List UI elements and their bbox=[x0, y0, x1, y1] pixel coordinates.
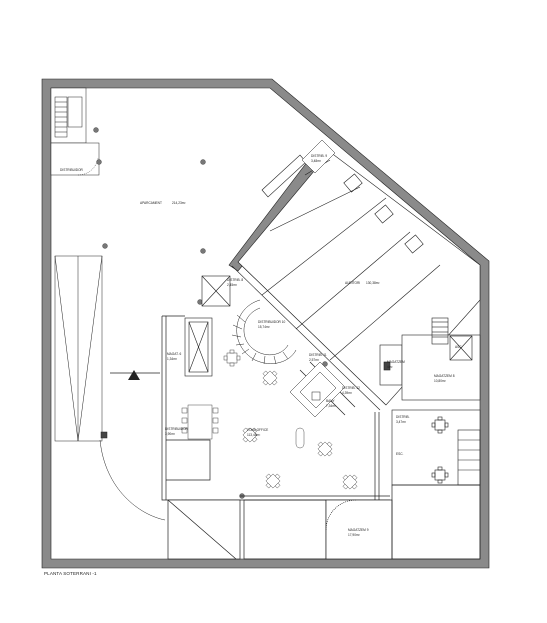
right-rooms bbox=[379, 317, 481, 486]
spiral-stair bbox=[231, 299, 297, 365]
label-bany: BANY bbox=[326, 399, 336, 403]
label-distrib-right: DISTRIB. bbox=[396, 415, 410, 419]
elevator-block bbox=[184, 275, 231, 377]
area-parking: 214,23m² bbox=[172, 201, 185, 205]
office-tables bbox=[181, 349, 358, 490]
label-distribuidor-left: DISTRIBUIDOR bbox=[165, 427, 189, 431]
area-distrib-right: 3,47m² bbox=[396, 420, 406, 424]
area-auditori: 130,38m² bbox=[366, 281, 379, 285]
parking-curve bbox=[99, 439, 166, 521]
bottom-rooms bbox=[167, 484, 481, 560]
area-magatzem-9: 17,90m² bbox=[348, 533, 360, 537]
section-marker bbox=[110, 370, 160, 380]
stair-top-left bbox=[50, 87, 100, 176]
label-distribuidor-center: DISTRIBUIDOR 10 bbox=[258, 320, 286, 324]
plan-title: PLANTA SOTERRANI -1 bbox=[44, 571, 97, 576]
label-magatzem-9: MAGATZEM 9 bbox=[348, 528, 369, 532]
distrib-top-room bbox=[301, 139, 336, 174]
area-distribuidor-center: 15,74m² bbox=[258, 325, 270, 329]
area-distrib-mid: 2,57m² bbox=[309, 358, 319, 362]
area-distrib-stair: 2,45m² bbox=[227, 283, 237, 287]
label-distrib-mid2: DISTRIB. 12 bbox=[342, 386, 360, 390]
ramp-left bbox=[54, 255, 108, 442]
area-magatzem-left: 1,34m² bbox=[167, 357, 177, 361]
area-bany: 7,34m² bbox=[326, 404, 336, 408]
room-labels: APARCAMENT 214,23m² AUDITORI 130,38m² DI… bbox=[60, 154, 463, 537]
label-magatzem-8: MAGATZEM 8 bbox=[434, 374, 455, 378]
area-magatzem-8: 10,80m² bbox=[434, 379, 446, 383]
area-distrib-mid2: 4,39m² bbox=[342, 391, 352, 395]
label-distrib-mid: DISTRIB. 11 bbox=[309, 353, 327, 357]
label-distrib-top: DISTRIB. 9 bbox=[311, 154, 327, 158]
area-zona-office: 113,48m² bbox=[247, 433, 260, 437]
bany-room bbox=[289, 361, 346, 418]
area-distribuidor-left: 3,90m² bbox=[165, 432, 175, 436]
area-magatzem-small: 4m² bbox=[387, 365, 393, 369]
label-magatzem-small: MAGATZEM bbox=[387, 360, 405, 364]
label-escala: ESC. bbox=[396, 452, 404, 456]
label-ascensor: ASC. bbox=[455, 345, 463, 349]
label-auditori: AUDITORI bbox=[345, 281, 360, 285]
label-distrib-stair: DISTRIB. 8 bbox=[227, 278, 243, 282]
label-magatzem-left: MAGAT. 6 bbox=[167, 352, 182, 356]
area-distrib-top: 3,48m² bbox=[311, 159, 321, 163]
label-distribuidor-tl: DISTRIBUIDOR bbox=[60, 168, 84, 172]
label-parking: APARCAMENT bbox=[140, 201, 162, 205]
label-zona-office: ZONA OFFICE bbox=[247, 428, 268, 432]
